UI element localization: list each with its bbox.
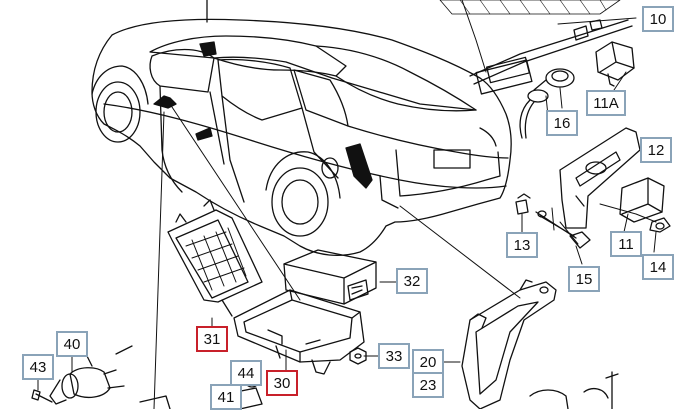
callout-30: 30 [266,370,298,396]
screw-43 [31,389,53,403]
callout-11a: 11A [586,90,626,116]
car-body-outline [91,0,512,257]
callout-43: 43 [22,354,54,380]
clip-13 [515,193,531,215]
module-11a [595,41,635,87]
control-unit-32 [283,249,377,305]
callout-31: 31 [196,326,228,352]
callout-15: 15 [568,266,600,292]
carrier-tray-30 [233,289,365,375]
callout-12: 12 [640,137,672,163]
callout-16: 16 [546,110,578,136]
bracket-20 [461,279,557,409]
callout-44: 44 [230,360,262,386]
nut-33 [349,347,367,365]
holder-cover-31 [167,199,263,317]
lower-right-parts [529,371,619,409]
callout-23: 23 [412,372,444,398]
callout-40: 40 [56,331,88,357]
leader-lines [153,0,637,409]
callout-11: 11 [610,231,642,257]
callout-33: 33 [378,343,410,369]
callout-14: 14 [642,254,674,280]
callout-41: 41 [210,384,242,410]
bolt-15 [535,210,591,249]
callout-10: 10 [642,6,674,32]
callout-32: 32 [396,268,428,294]
bracket-12 [559,127,641,229]
callout-20: 20 [412,349,444,375]
antenna-harness [439,0,633,95]
buzzer-16 [519,68,575,139]
module-11 [599,177,671,233]
callout-13: 13 [506,232,538,258]
